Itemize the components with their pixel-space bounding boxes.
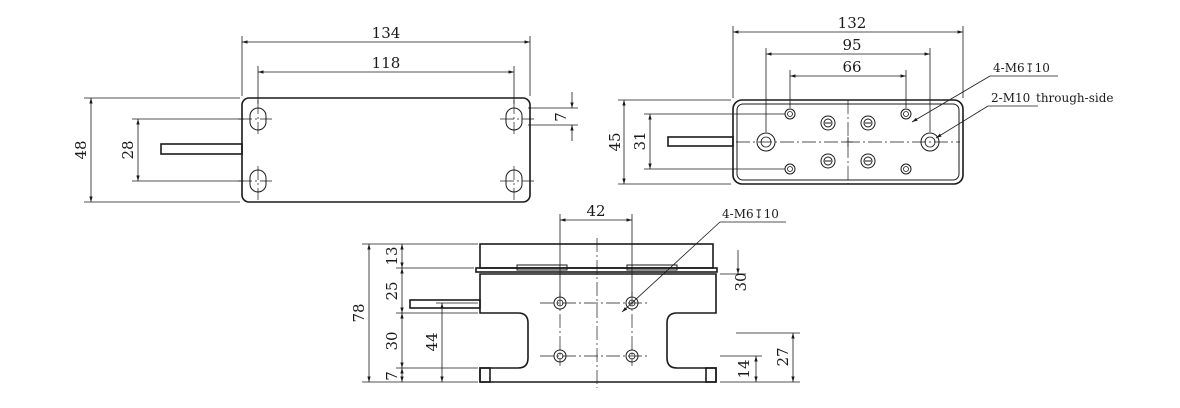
screw-heads	[820, 115, 876, 169]
note-2-m10: 2-M10	[991, 91, 1030, 105]
left-view-body	[241, 97, 531, 203]
dim-78: 78	[350, 303, 368, 322]
left-view: 134 118 48 28 7	[72, 24, 578, 203]
dim-44: 44	[423, 332, 441, 351]
dim-134: 134	[372, 24, 401, 42]
dim-66: 66	[842, 58, 861, 76]
dim-14: 14	[735, 359, 753, 378]
bottom-view-shaft	[409, 299, 481, 309]
left-view-shaft	[160, 143, 243, 155]
m10-hole-right	[920, 132, 940, 152]
dim-118: 118	[372, 54, 401, 72]
top-plate	[479, 243, 714, 269]
right-view-shaft	[667, 136, 734, 147]
dim-42: 42	[586, 202, 605, 220]
dim-28: 28	[119, 140, 137, 159]
mounting-slots	[238, 100, 534, 200]
bottom-m6-holes	[553, 292, 639, 366]
bottom-view: 42 4-M6↧10 78 13 25 30 7 44 30 14	[350, 202, 800, 388]
dim-95: 95	[842, 36, 861, 54]
dim-30-left: 30	[383, 331, 401, 350]
m10-hole-left	[756, 132, 776, 152]
note-through-side: through-side	[1036, 91, 1113, 105]
right-view: 132 95 66 45 31 4-M6↧10 2-M10 through-si…	[606, 14, 1113, 185]
dim-132: 132	[838, 14, 867, 32]
note-bottom-4-m6: 4-M6↧10	[722, 207, 779, 221]
note-4-m6: 4-M6↧10	[993, 61, 1050, 75]
dim-7-bottom: 7	[383, 371, 401, 381]
dim-27: 27	[774, 347, 792, 366]
dim-25: 25	[383, 281, 401, 300]
housing-body	[479, 273, 717, 383]
dim-48: 48	[72, 140, 90, 159]
dim-13: 13	[383, 246, 401, 265]
dim-45: 45	[606, 132, 624, 151]
dim-30-right: 30	[732, 272, 750, 291]
dim-31: 31	[631, 131, 649, 150]
dim-7-right: 7	[552, 112, 570, 122]
